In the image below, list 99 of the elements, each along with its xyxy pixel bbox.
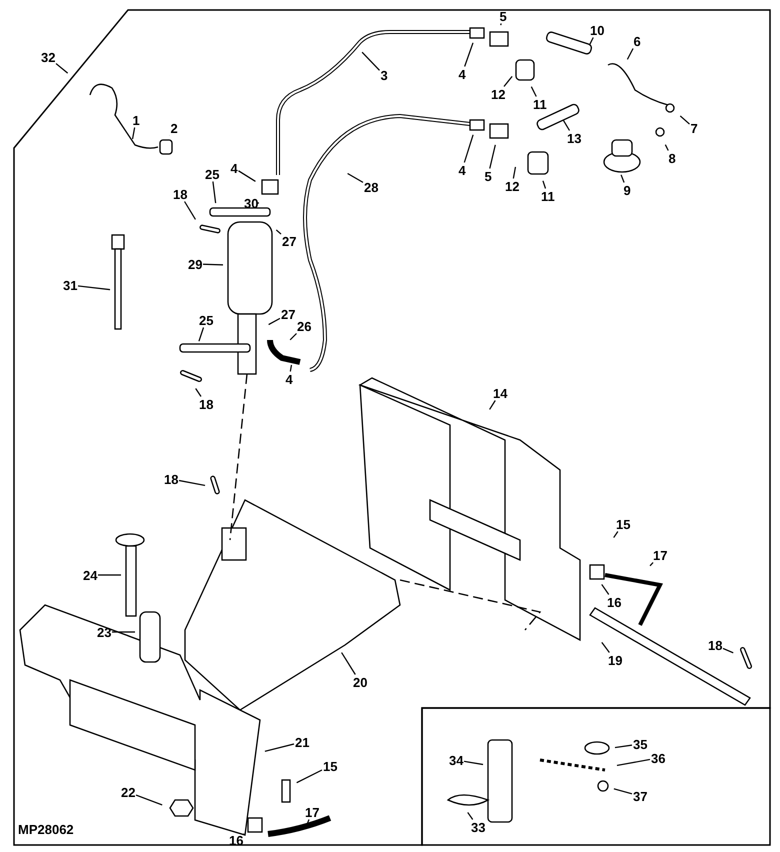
callout-number: 34: [448, 752, 464, 768]
leader-line: [620, 174, 625, 183]
leader-line: [464, 760, 484, 766]
leader-line: [264, 743, 294, 752]
callout-number: 11: [540, 188, 556, 204]
callout-number: 16: [606, 594, 622, 610]
callout-number: 4: [458, 66, 467, 82]
leader-line: [664, 144, 669, 151]
callout-number: 12: [504, 178, 520, 194]
leader-line: [504, 76, 513, 87]
callout-number: 5: [498, 8, 508, 24]
callout-number: 3: [380, 68, 389, 82]
leader-line: [601, 584, 610, 595]
callout-number: 28: [363, 180, 380, 194]
leader-line: [78, 285, 110, 290]
leader-line: [464, 134, 474, 163]
leader-line: [98, 574, 121, 576]
leader-line: [290, 333, 297, 340]
leader-line: [56, 63, 68, 74]
callout-number: 14: [492, 386, 508, 400]
leader-line: [347, 172, 364, 183]
callout-number: 1: [132, 112, 141, 128]
callout-number: 18: [707, 638, 724, 652]
callout-number: 7: [690, 120, 699, 136]
callout-number: 4: [458, 162, 467, 178]
leader-line: [588, 37, 594, 46]
callout-number: 17: [652, 548, 668, 562]
leader-line: [202, 264, 224, 266]
callout-number: 8: [668, 150, 677, 166]
leader-line: [198, 327, 204, 342]
leader-line: [290, 364, 292, 372]
leader-line: [601, 642, 610, 653]
callout-number: 15: [615, 516, 632, 532]
callout-number: 2: [170, 120, 179, 136]
leader-line: [341, 652, 356, 675]
callout-number: 26: [296, 318, 312, 334]
callout-number: 24: [82, 568, 98, 582]
leader-line: [238, 170, 256, 182]
callout-number: 27: [281, 234, 298, 248]
leader-line: [467, 812, 474, 820]
leader-line: [613, 531, 618, 538]
leader-line: [306, 819, 310, 824]
callout-number: 33: [470, 820, 486, 834]
callout-number: 36: [650, 750, 666, 766]
callout-number: 13: [566, 130, 582, 146]
callout-number: 35: [632, 736, 648, 752]
figure-code: MP28062: [18, 822, 74, 837]
callout-number: 15: [322, 758, 338, 774]
leader-line: [614, 788, 632, 794]
leader-line: [722, 648, 734, 654]
callout-number: 29: [187, 256, 204, 272]
leader-line: [563, 120, 570, 131]
leader-line: [257, 202, 259, 204]
callout-number: 18: [172, 186, 188, 202]
callout-number: 9: [622, 182, 632, 198]
callout-number: 4: [284, 372, 294, 386]
leader-line: [268, 318, 280, 326]
leader-line: [489, 144, 496, 169]
leader-line: [212, 181, 216, 204]
leader-line: [542, 180, 546, 189]
leader-line: [112, 631, 135, 633]
leader-line: [184, 201, 196, 220]
callout-number: 21: [294, 734, 310, 750]
callout-number: 31: [62, 278, 78, 292]
callout-number: 5: [484, 168, 493, 184]
leader-line: [136, 794, 162, 806]
callout-number: 11: [532, 96, 548, 112]
callout-number: 37: [632, 788, 648, 804]
leader-line: [362, 52, 380, 71]
callout-number: 18: [163, 472, 180, 486]
leader-line: [296, 769, 322, 784]
callout-number: 4: [230, 160, 239, 176]
leader-line: [530, 86, 537, 97]
leader-line: [512, 166, 516, 179]
callout-number: 12: [490, 86, 506, 102]
leader-line: [276, 230, 282, 235]
callout-number: 17: [304, 804, 320, 820]
leader-line: [614, 744, 632, 748]
leader-line: [489, 400, 496, 410]
leader-line: [626, 48, 634, 60]
callout-number: 19: [607, 652, 624, 668]
callout-number: 25: [204, 166, 220, 182]
callout-number: 20: [352, 674, 368, 690]
callout-number: 32: [40, 50, 56, 64]
leader-line: [500, 23, 502, 26]
leader-line: [178, 480, 206, 486]
leader-line: [195, 388, 202, 397]
leader-line: [680, 116, 690, 125]
callout-number: 6: [632, 34, 642, 48]
leader-line: [464, 42, 474, 67]
leader-line: [132, 127, 136, 140]
leader-line: [650, 562, 654, 566]
leader-line: [616, 758, 650, 766]
callout-number: 23: [96, 624, 112, 640]
callout-number: 18: [198, 396, 214, 412]
callout-number: 10: [589, 22, 606, 38]
callout-number: 27: [280, 306, 296, 322]
callout-number: 25: [198, 312, 214, 328]
callout-number: 22: [120, 784, 136, 800]
